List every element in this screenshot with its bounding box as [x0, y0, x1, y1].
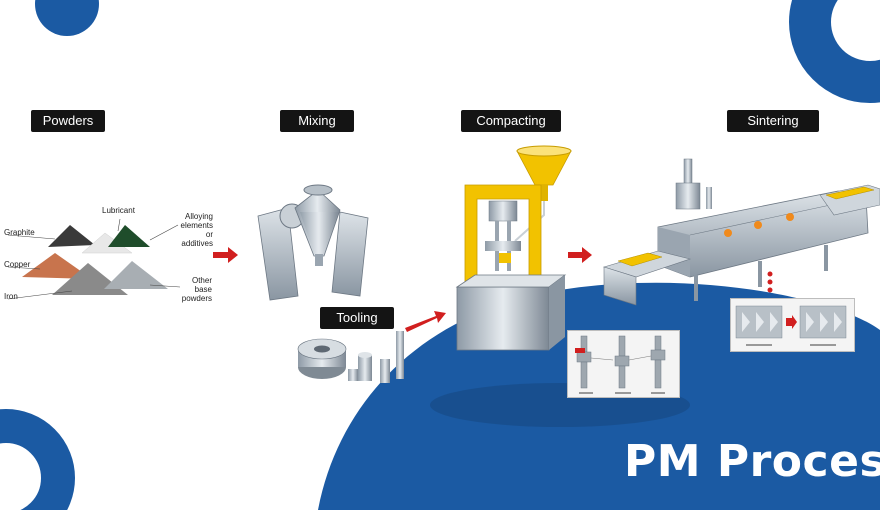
stage-label-compacting: Compacting: [461, 110, 561, 132]
arrow-compacting-sintering: [568, 247, 592, 263]
graphite-pile: [48, 225, 95, 247]
stage-label-powders: Powders: [31, 110, 105, 132]
stage-label-sintering: Sintering: [727, 110, 819, 132]
arrow-tooling-compacting: [405, 311, 446, 332]
press-illustration: [455, 145, 572, 351]
tooling-illustration: [297, 331, 404, 383]
powder-label-copper: Copper: [4, 260, 31, 269]
powders-illustration: [7, 218, 181, 300]
page-title: PM Process: [624, 436, 880, 487]
deco-ring-bottom-left: [0, 409, 75, 510]
compacting-detail-panel: [567, 330, 680, 398]
sintering-detail-panel: [730, 298, 855, 352]
arrow-powders-mixing: [213, 247, 238, 263]
powder-label-alloying: Alloying elements or additives: [180, 212, 213, 248]
furnace-illustration: [602, 158, 880, 306]
deco-ring-top-right: [789, 0, 880, 103]
powder-label-other: Other base powders: [181, 276, 212, 303]
alloy-pile: [108, 225, 150, 247]
powder-label-iron: Iron: [4, 292, 18, 301]
stage-label-tooling: Tooling: [320, 307, 394, 329]
copper-pile: [22, 253, 92, 279]
powder-label-lubricant: Lubricant: [102, 206, 135, 215]
deco-circle-top-left: [35, 0, 99, 36]
stage-label-mixing: Mixing: [280, 110, 354, 132]
other-pile: [104, 261, 168, 289]
dots-sintering: [767, 271, 773, 293]
mixer-illustration: [257, 184, 369, 301]
powder-label-graphite: Graphite: [4, 228, 35, 237]
